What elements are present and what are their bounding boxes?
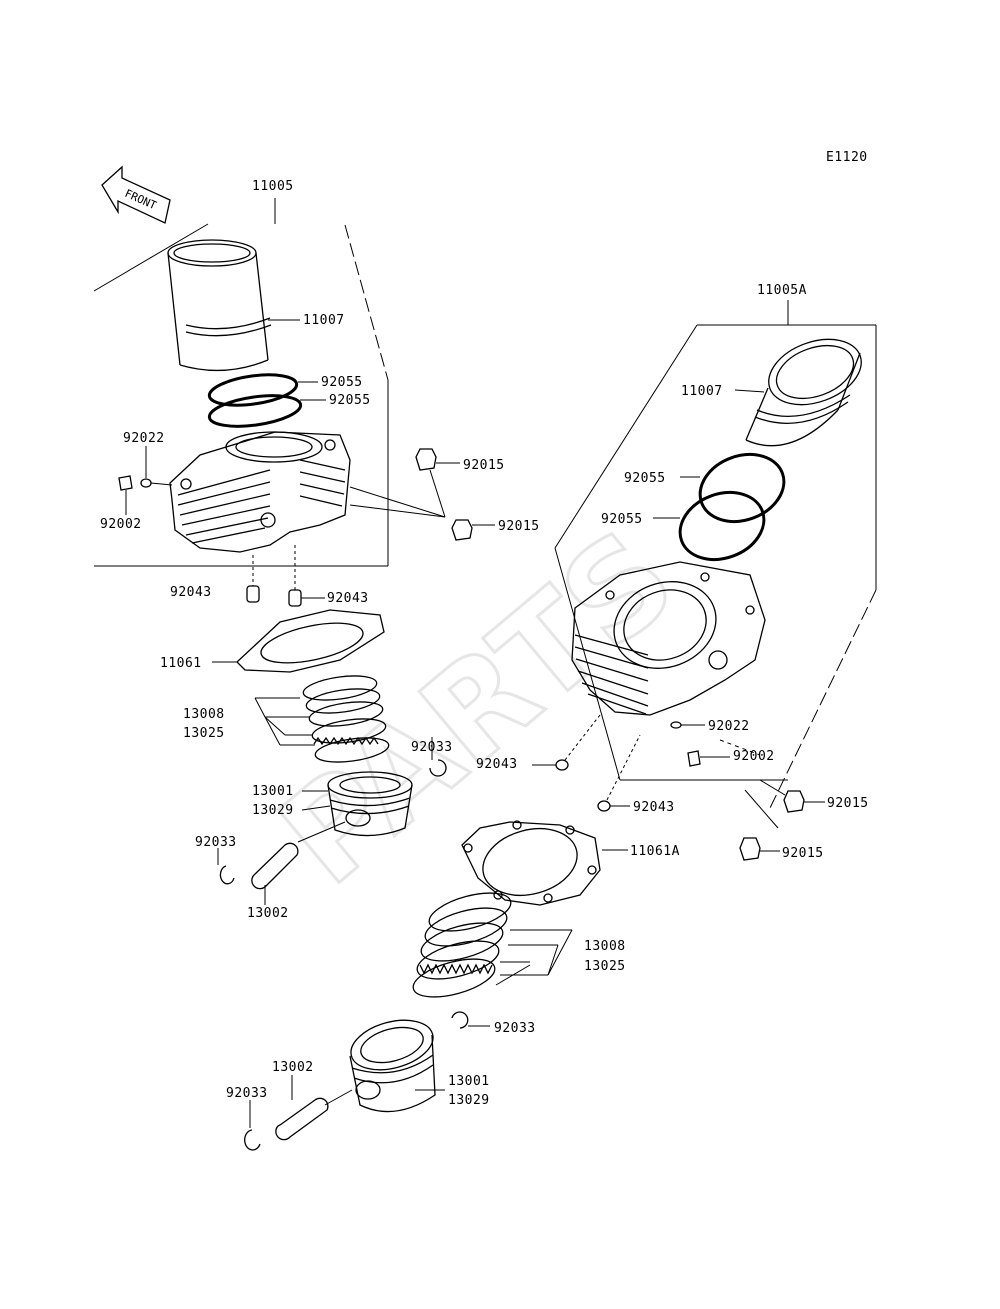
o-rings-right [653, 453, 786, 561]
piston-pin-left [251, 842, 299, 905]
bolt-92002-right [687, 750, 730, 767]
label-13008-left: 13008 [183, 707, 225, 722]
cylinder-block-left [169, 431, 351, 553]
plug-92015-right-b [739, 789, 780, 861]
cylinder-sleeve-left [167, 239, 272, 372]
diagram-code: E1120 [826, 150, 868, 165]
front-arrow-icon: FRONT [101, 165, 171, 224]
dowel-92043-right-b [597, 734, 641, 812]
label-92015-left-a: 92015 [463, 458, 505, 473]
circlip-92033-left-a [429, 737, 447, 777]
label-13001-right: 13001 [448, 1074, 490, 1089]
label-92022-right: 92022 [708, 719, 750, 734]
circlip-92033-right-a [451, 1011, 490, 1029]
circlip-92033-left-b [217, 848, 235, 885]
label-13029-right: 13029 [448, 1093, 490, 1108]
o-rings-left [207, 373, 303, 428]
label-92015-left-b: 92015 [498, 519, 540, 534]
dowel-92043-left-b [288, 545, 325, 607]
label-92033-left-b: 92033 [195, 835, 237, 850]
label-92055-right-a: 92055 [624, 471, 666, 486]
label-92015-right-a: 92015 [827, 796, 869, 811]
label-13008-right: 13008 [584, 939, 626, 954]
label-92033-right-a: 92033 [494, 1021, 536, 1036]
gasket-11061A-right [461, 820, 628, 906]
label-92002-right: 92002 [733, 749, 775, 764]
label-13025-right: 13025 [584, 959, 626, 974]
cylinder-block-right [571, 561, 766, 716]
piston-rings-right [412, 892, 573, 998]
washer-92022-left [140, 446, 173, 488]
front-label: FRONT [123, 187, 159, 212]
label-13025-left: 13025 [183, 726, 225, 741]
cylinder-sleeve-right [734, 338, 862, 447]
label-11007-left: 11007 [303, 313, 345, 328]
label-92033-left-a: 92033 [411, 740, 453, 755]
label-11005A: 11005A [757, 283, 807, 298]
label-92043-left-a: 92043 [170, 585, 212, 600]
washer-92022-right [670, 721, 761, 756]
dowel-92043-left-a [246, 555, 260, 603]
piston-right [349, 1019, 445, 1113]
label-92033-right-b: 92033 [226, 1086, 268, 1101]
label-92055-right-b: 92055 [601, 512, 643, 527]
label-92043-right-b: 92043 [633, 800, 675, 815]
piston-left [297, 771, 413, 843]
label-92015-right-b: 92015 [782, 846, 824, 861]
label-13001-left: 13001 [252, 784, 294, 799]
right-frame-lines [554, 300, 877, 809]
bolt-92002-left [118, 475, 133, 515]
part-labels: 11005 11007 92055 92055 92022 92002 9201… [100, 179, 869, 1108]
label-92043-right-a: 92043 [476, 757, 518, 772]
gasket-11061-left [212, 609, 385, 673]
label-13029-left: 13029 [252, 803, 294, 818]
label-11007-right: 11007 [681, 384, 723, 399]
label-11061: 11061 [160, 656, 202, 671]
label-92055-left-b: 92055 [329, 393, 371, 408]
circlip-92033-right-b [244, 1100, 261, 1151]
piston-rings-left [254, 675, 390, 763]
piston-pin-right [275, 1075, 353, 1141]
dowel-92043-right-a [532, 714, 601, 771]
plug-92015-left-bottom [349, 469, 495, 541]
label-92002-left: 92002 [100, 517, 142, 532]
plug-92015-left-top [415, 448, 460, 471]
plug-92015-right-a [759, 779, 825, 813]
label-92043-left-b: 92043 [327, 591, 369, 606]
label-13002-right: 13002 [272, 1060, 314, 1075]
label-11005: 11005 [252, 179, 294, 194]
label-13002-left: 13002 [247, 906, 289, 921]
left-frame-lines [93, 198, 389, 567]
label-11061A: 11061A [630, 844, 680, 859]
label-92022-left: 92022 [123, 431, 165, 446]
label-92055-left-a: 92055 [321, 375, 363, 390]
